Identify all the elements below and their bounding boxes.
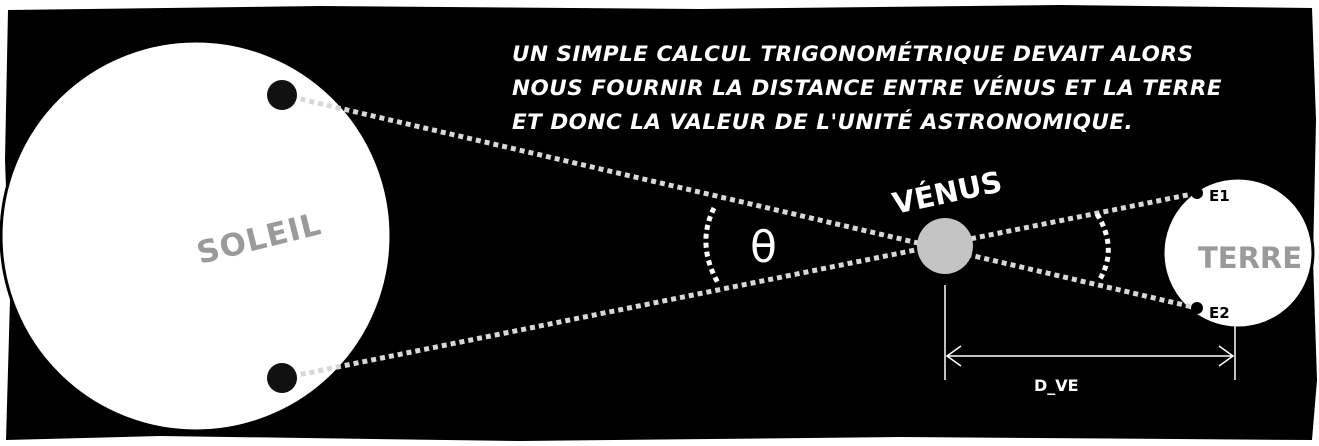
sun-disc (0, 39, 393, 433)
earth-point-e2 (1191, 302, 1203, 314)
caption-line-3: ET DONC LA VALEUR DE L'UNITÉ ASTRONOMIQU… (512, 110, 1134, 135)
angle-arc-left (703, 206, 721, 285)
venus-disc (917, 218, 973, 274)
e1-label: E1 (1209, 187, 1230, 205)
earth-disc (1161, 176, 1315, 330)
distance-label: D_VE (1034, 376, 1079, 395)
sightline-e1 (282, 92, 1198, 311)
caption-text: UN SIMPLE CALCUL TRIGONOMÉTRIQUE DEVAIT … (512, 38, 1302, 140)
angle-label: θ (750, 222, 777, 273)
sun-point-top (267, 80, 297, 110)
sun-point-bottom (267, 363, 297, 393)
earth-point-e1 (1191, 187, 1203, 199)
caption-line-2: NOUS FOURNIR LA DISTANCE ENTRE VÉNUS ET … (512, 76, 1223, 101)
sightline-e2 (282, 190, 1198, 381)
earth-label: TERRE (1198, 241, 1302, 275)
caption-line-1: UN SIMPLE CALCUL TRIGONOMÉTRIQUE DEVAIT … (512, 42, 1194, 67)
e2-label: E2 (1209, 304, 1230, 322)
distance-measure (944, 285, 1236, 380)
